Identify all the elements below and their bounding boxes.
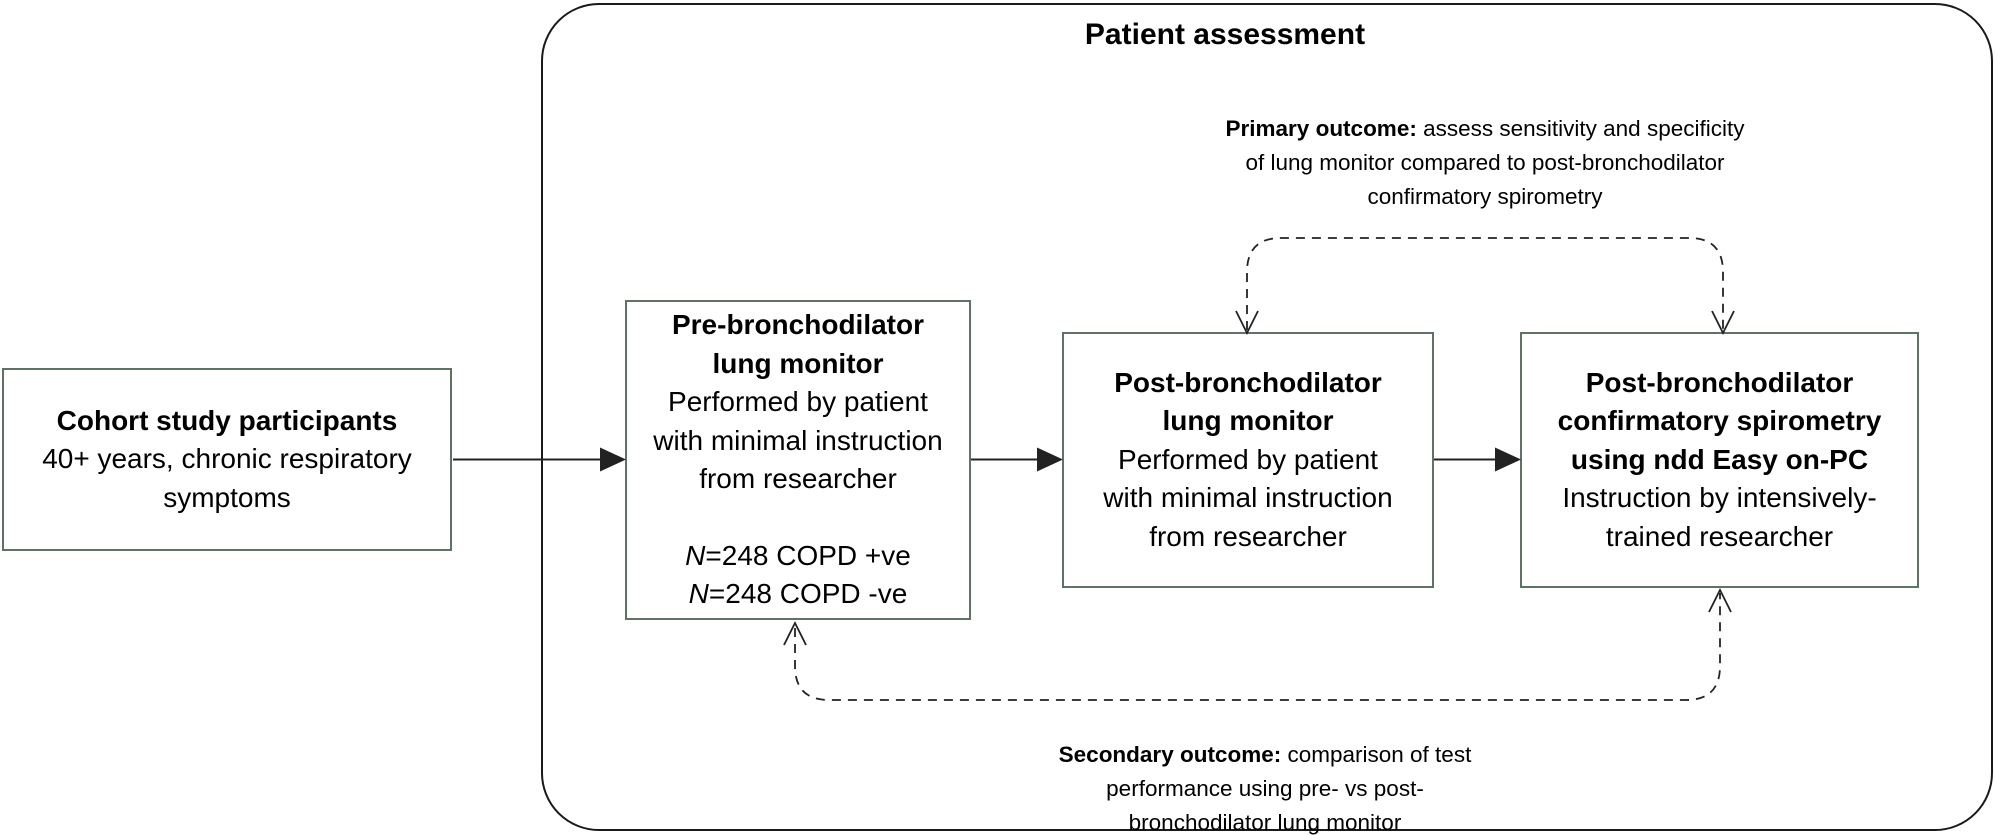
patient-assessment-frame [541, 3, 1993, 831]
frame-title: Patient assessment [1084, 18, 1366, 51]
box-title-line: lung monitor [712, 347, 884, 379]
box-text-line: from researcher [1149, 520, 1347, 552]
sample-size-text: =248 COPD +ve [705, 539, 911, 571]
note-line: of lung monitor compared to post-broncho… [1245, 150, 1725, 175]
box-text-line: Performed by patient [668, 386, 928, 418]
box-title-line: Post-bronchodilator [1114, 366, 1382, 398]
italic-n: N [685, 539, 706, 571]
sample-size-text: =248 COPD -ve [708, 578, 908, 610]
box-text-line: symptoms [163, 481, 291, 513]
box-text-line: trained researcher [1605, 520, 1834, 552]
sample-size-line: N=248 COPD +ve [685, 537, 911, 576]
box-title-line: Pre-bronchodilator [671, 309, 924, 341]
box-text-line: with minimal instruction [653, 424, 943, 456]
note-text: comparison of test [1287, 742, 1472, 767]
note-line: confirmatory spirometry [1367, 184, 1603, 209]
cohort-participants-box: Cohort study participants 40+ years, chr… [2, 368, 452, 551]
secondary-outcome-note: Secondary outcome: comparison of test pe… [965, 738, 1565, 835]
box-title-line: Cohort study participants [56, 404, 398, 436]
note-label: Primary outcome: [1225, 116, 1417, 141]
box-title-line: confirmatory spirometry [1557, 405, 1882, 437]
italic-n: N [688, 578, 709, 610]
note-label: Secondary outcome: [1058, 742, 1282, 767]
box-title-line: lung monitor [1162, 405, 1334, 437]
primary-outcome-note: Primary outcome: assess sensitivity and … [1185, 112, 1785, 214]
box-text-line: Performed by patient [1118, 443, 1378, 475]
box-title-line: Post-bronchodilator [1585, 366, 1854, 398]
box-title-line: using ndd Easy on-PC [1570, 443, 1869, 475]
box-text-line: Instruction by intensively- [1562, 482, 1877, 514]
note-line: bronchodilator lung monitor [1128, 810, 1402, 835]
note-text: assess sensitivity and specificity [1423, 116, 1745, 141]
pre-bronchodilator-box: Pre-bronchodilator lung monitor Performe… [625, 300, 971, 620]
box-text-line: from researcher [699, 463, 897, 495]
confirmatory-spirometry-box: Post-bronchodilator confirmatory spirome… [1520, 332, 1919, 588]
post-bronchodilator-monitor-box: Post-bronchodilator lung monitor Perform… [1062, 332, 1434, 588]
note-line: Primary outcome: assess sensitivity and … [1185, 112, 1785, 146]
note-line: Secondary outcome: comparison of test [965, 738, 1565, 772]
box-text-line: 40+ years, chronic respiratory [42, 443, 412, 475]
note-line: performance using pre- vs post- [1106, 776, 1424, 801]
box-text-line: with minimal instruction [1103, 482, 1393, 514]
sample-size-line: N=248 COPD -ve [689, 575, 908, 614]
